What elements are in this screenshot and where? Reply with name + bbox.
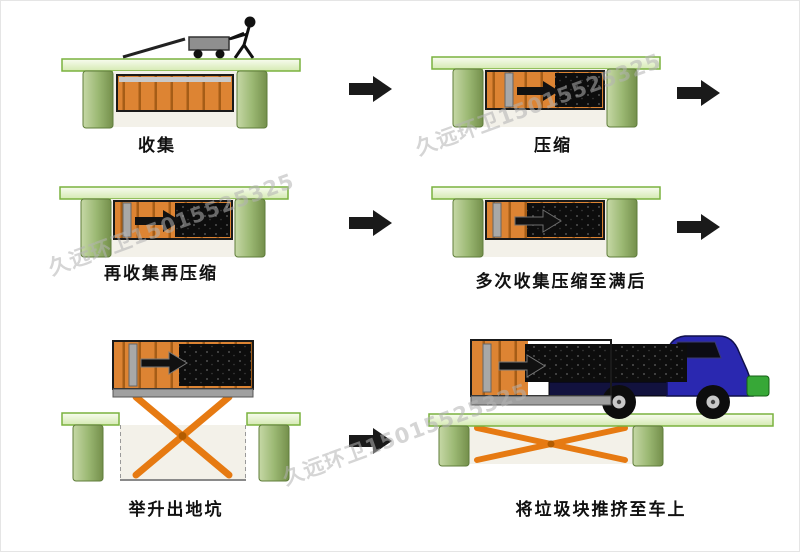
pit-wall-right bbox=[258, 424, 290, 482]
pit-wall-right bbox=[632, 425, 664, 467]
ground-slab-right bbox=[246, 412, 301, 426]
container-full bbox=[485, 200, 605, 240]
lift-platform bbox=[112, 388, 254, 398]
garbage-block bbox=[555, 73, 602, 107]
push-direction-arrow bbox=[498, 354, 546, 378]
step-1-label: 收集 bbox=[138, 136, 176, 156]
ground-slab bbox=[59, 186, 289, 200]
ground-slab bbox=[431, 186, 661, 200]
worker-with-cart bbox=[122, 16, 256, 59]
step-5-label: 举升出地坑 bbox=[128, 500, 224, 520]
truck-wheel-front bbox=[696, 385, 730, 419]
flow-arrow-icon bbox=[349, 207, 393, 239]
step-6-label: 将垃圾块推挤至车上 bbox=[515, 500, 687, 520]
pit-wall-right bbox=[606, 198, 638, 258]
ground-slab bbox=[431, 56, 661, 70]
step-5-lift-scene bbox=[61, 331, 301, 491]
container-recompressing bbox=[113, 200, 233, 240]
step-2-label: 压缩 bbox=[534, 136, 572, 156]
garbage-block bbox=[175, 203, 230, 237]
flow-arrow-icon bbox=[349, 425, 393, 457]
truck-scene-graphic bbox=[428, 335, 774, 467]
recollect-scene-graphic bbox=[59, 186, 289, 258]
push-plunger bbox=[128, 343, 138, 387]
container-empty bbox=[116, 74, 234, 112]
flow-arrow-icon bbox=[349, 73, 393, 105]
ground-slab-left bbox=[61, 412, 120, 426]
pit-wall-right bbox=[236, 70, 268, 129]
flow-arrow-icon bbox=[677, 211, 721, 243]
flow-arrow-icon bbox=[677, 77, 721, 109]
lift-platform bbox=[470, 395, 612, 406]
pit-wall-left bbox=[80, 198, 112, 258]
push-direction-arrow bbox=[140, 351, 188, 375]
step-4-full-scene bbox=[431, 186, 661, 261]
push-plunger bbox=[122, 202, 132, 238]
push-direction-arrow bbox=[517, 81, 559, 101]
step-3-label: 再收集再压缩 bbox=[104, 264, 218, 284]
container-ejecting bbox=[470, 339, 687, 406]
collection-scene-graphic bbox=[61, 16, 301, 129]
scissor-lift bbox=[132, 393, 233, 479]
step-1-collection-scene bbox=[61, 11, 301, 136]
pit-wall-left bbox=[452, 198, 484, 258]
full-scene-graphic bbox=[431, 186, 661, 258]
pit-wall-left bbox=[438, 425, 470, 467]
garbage-block bbox=[179, 344, 251, 386]
push-plunger bbox=[492, 202, 502, 238]
push-plunger bbox=[504, 72, 514, 108]
garbage-block-onto-truck bbox=[525, 344, 687, 382]
push-plunger bbox=[482, 343, 492, 393]
step-4-label: 多次收集压缩至满后 bbox=[475, 272, 647, 292]
pit-wall-right bbox=[234, 198, 266, 258]
container-raised bbox=[112, 340, 254, 398]
step-6-truck-scene bbox=[421, 326, 781, 491]
truck-front-bumper bbox=[746, 375, 770, 397]
container-compressing bbox=[485, 70, 605, 110]
pit-wall-left bbox=[72, 424, 104, 482]
lift-scene-graphic bbox=[61, 340, 301, 482]
ground-slab bbox=[61, 58, 301, 72]
step-2-compression-scene bbox=[431, 56, 661, 131]
pit-wall-left bbox=[82, 70, 114, 129]
push-direction-arrow bbox=[514, 209, 562, 233]
pit-wall-left bbox=[452, 68, 484, 128]
scissor-lift-lowered bbox=[474, 425, 628, 463]
ground-slab bbox=[428, 413, 774, 427]
pit-wall-right bbox=[606, 68, 638, 128]
push-direction-arrow bbox=[135, 210, 181, 232]
compression-scene-graphic bbox=[431, 56, 661, 128]
step-3-recollect-scene bbox=[59, 186, 289, 261]
